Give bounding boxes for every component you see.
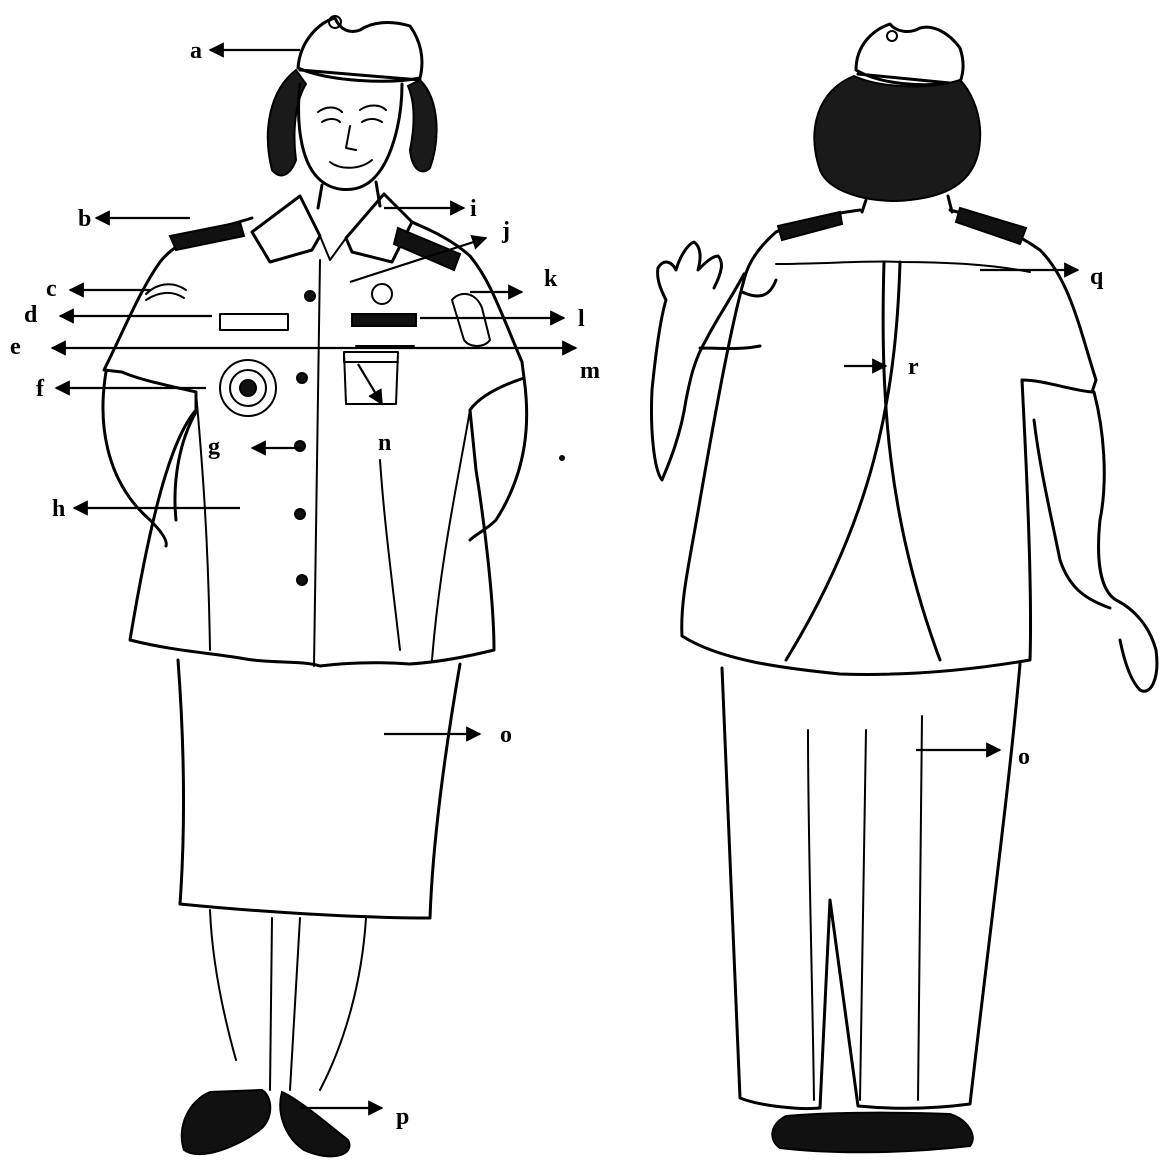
label-g: g [208,434,220,460]
arrow-n [358,364,382,404]
front-skirt [178,660,460,918]
front-shoulder-board-left [170,222,244,250]
label-b: b [78,206,91,232]
front-face [299,84,402,190]
front-name-plate [220,314,288,330]
label-a: a [190,38,202,64]
front-ribbon-bar [352,314,416,326]
back-trousers [722,664,1020,1109]
front-rosette [220,360,276,416]
front-figure [103,16,527,1156]
label-c: c [46,276,57,302]
label-i: i [470,196,477,222]
front-collar [252,196,320,262]
label-k: k [544,266,558,292]
back-shoulder-board-left [778,212,842,240]
front-pocket [344,352,398,404]
label-l: l [578,306,585,332]
back-garrison-cap [856,24,963,85]
label-r: r [908,354,919,380]
back-shoes [772,1113,973,1153]
label-n: n [378,430,391,456]
label-j: j [501,218,510,244]
label-f: f [36,376,45,402]
label-o-front: o [500,722,512,748]
back-figure [651,24,1156,1152]
front-garrison-cap [298,18,422,81]
front-emblem [372,284,392,304]
label-e: e [10,334,21,360]
front-shoe-left [182,1090,271,1154]
back-hair [814,76,980,201]
label-o-back: o [1018,744,1030,770]
back-shoulder-board-right [956,208,1026,244]
label-d: d [24,302,38,328]
label-p: p [396,1104,409,1130]
label-m: m [580,358,600,384]
annotations: a b c d e f g h i j k l m n o p q r [10,38,1104,1130]
front-shoe-right [280,1092,349,1156]
label-h: h [52,496,65,522]
label-q: q [1090,264,1104,290]
